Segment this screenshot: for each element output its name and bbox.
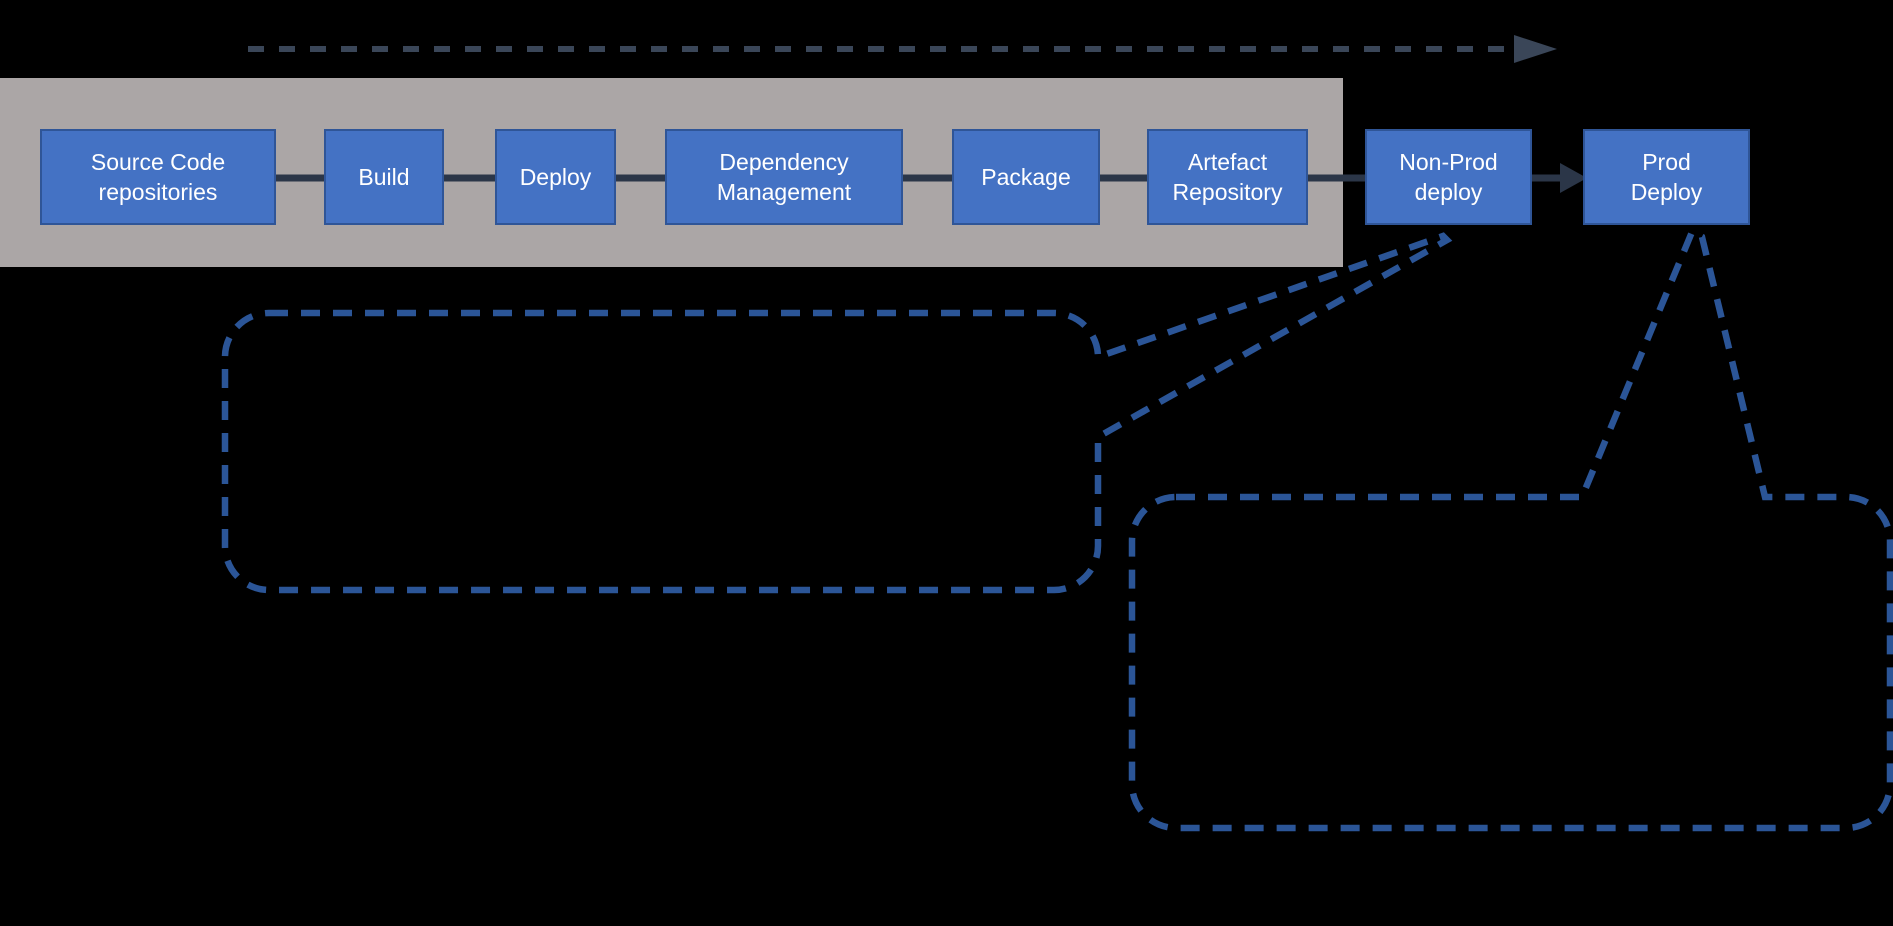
stage-label: Build (358, 164, 410, 190)
stage-label: Deploy (519, 164, 592, 190)
stage-dependency-management: Dependency Management (665, 129, 903, 225)
stage-label: Prod Deploy (1630, 149, 1703, 205)
prod-callout-bubble (1128, 227, 1893, 832)
stage-source-code-repositories: Source Code repositories (40, 129, 276, 225)
stage-artefact-repository: Artefact Repository (1147, 129, 1308, 225)
stage-label: Package (981, 164, 1071, 190)
stage-label: Artefact Repository (1172, 149, 1283, 205)
non-prod-callout-bubble (221, 232, 1453, 594)
stage-label: Non-Prod deploy (1399, 149, 1498, 205)
stage-deploy: Deploy (495, 129, 616, 225)
stage-build: Build (324, 129, 444, 225)
stage-package: Package (952, 129, 1100, 225)
flow-direction-arrowhead-icon (1514, 35, 1557, 63)
stage-label: Source Code repositories (90, 149, 226, 205)
flow-direction-arrow (248, 35, 1557, 63)
nonprod-to-prod-arrow (1532, 163, 1587, 193)
stage-non-prod-deploy: Non-Prod deploy (1365, 129, 1532, 225)
stage-label: Dependency Management (716, 149, 852, 205)
stage-prod-deploy: Prod Deploy (1583, 129, 1750, 225)
